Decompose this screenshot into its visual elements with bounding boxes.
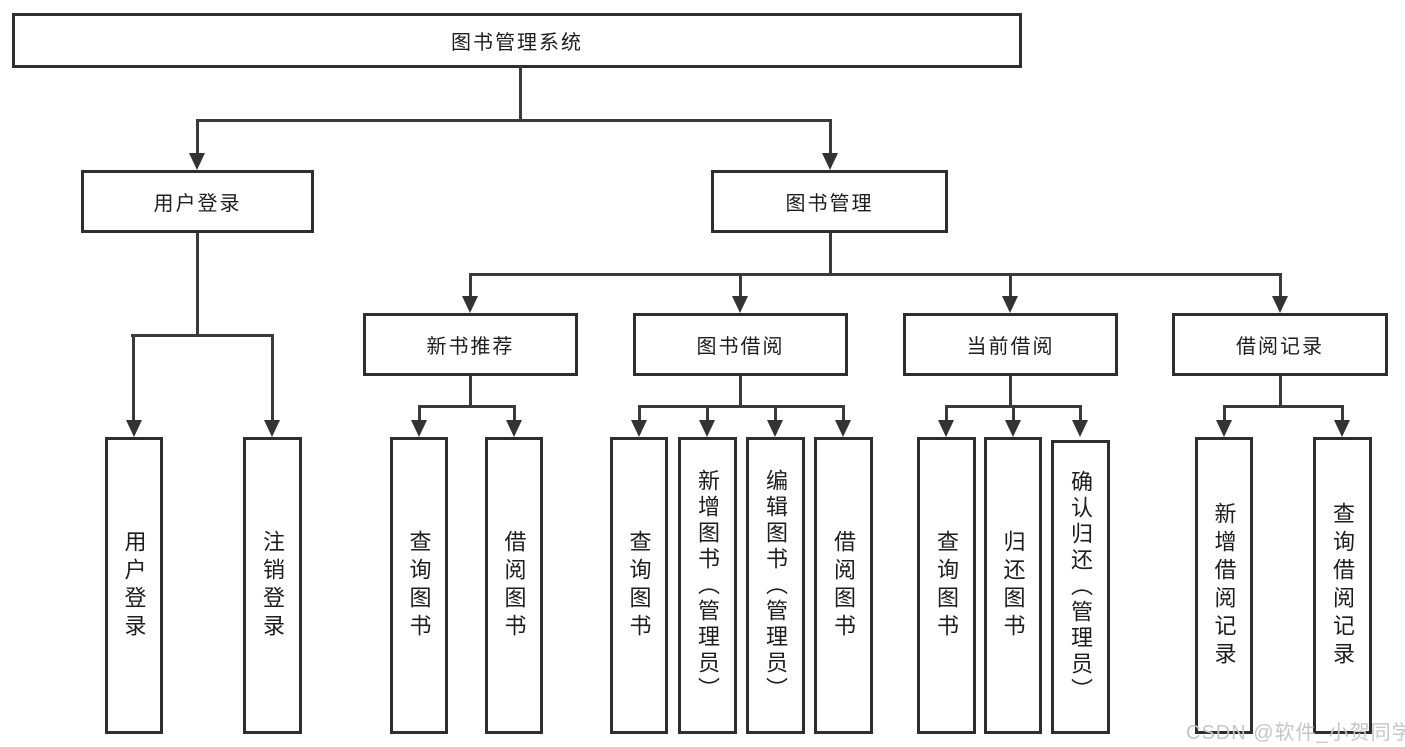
leaf-return-books-label: 归还图书	[1000, 529, 1026, 642]
edge-line	[1279, 273, 1282, 299]
leaf-logout-login: 注销登录	[243, 437, 302, 734]
edge-line	[829, 233, 832, 276]
arrowhead-down-icon	[1272, 296, 1288, 313]
edge-line	[519, 66, 522, 121]
leaf-confirm-return-admin: 确认归还（管理员）	[1051, 440, 1110, 734]
edge-line	[196, 119, 832, 122]
leaf-user-login-label: 用户登录	[121, 529, 147, 642]
leaf-edit-books-admin-label: 编辑图书（管理员）	[763, 468, 789, 703]
node-book-borrow: 图书借阅	[633, 313, 848, 376]
edge-line	[418, 405, 516, 408]
edge-line	[638, 405, 845, 408]
leaf-query-books-borrow-label: 查询图书	[626, 529, 652, 642]
leaf-return-books: 归还图书	[984, 437, 1042, 734]
node-user-login-label: 用户登录	[153, 193, 242, 215]
edge-line	[1341, 405, 1344, 422]
node-current-borrow-label: 当前借阅	[966, 336, 1055, 358]
arrowhead-down-icon	[1002, 296, 1018, 313]
leaf-borrow-books: 借阅图书	[814, 437, 873, 734]
leaf-borrow-books-label: 借阅图书	[831, 529, 857, 642]
node-root-label: 图书管理系统	[451, 32, 583, 54]
arrowhead-down-icon	[411, 420, 427, 437]
leaf-edit-books-admin: 编辑图书（管理员）	[746, 437, 805, 734]
edge-line	[469, 273, 1282, 276]
watermark: CSDN @软件_小贺同学	[1186, 722, 1405, 744]
edge-line	[469, 273, 472, 299]
arrowhead-down-icon	[264, 420, 280, 437]
edge-line	[1223, 405, 1344, 408]
arrowhead-down-icon	[835, 420, 851, 437]
edge-line	[1223, 405, 1226, 422]
edge-line	[1279, 376, 1282, 407]
node-new-book-recommend: 新书推荐	[363, 313, 578, 376]
edge-line	[829, 119, 832, 155]
edge-line	[196, 233, 199, 336]
edge-line	[131, 334, 274, 337]
leaf-add-borrow-record-label: 新增借阅记录	[1211, 501, 1237, 670]
arrowhead-down-icon	[126, 420, 142, 437]
node-current-borrow: 当前借阅	[903, 313, 1118, 376]
arrowhead-down-icon	[631, 420, 647, 437]
edge-line	[1009, 376, 1012, 407]
arrowhead-down-icon	[506, 420, 522, 437]
arrowhead-down-icon	[699, 420, 715, 437]
edge-line	[706, 405, 709, 422]
leaf-query-books-borrow: 查询图书	[610, 437, 668, 734]
edge-line	[132, 334, 135, 422]
edge-line	[513, 405, 516, 422]
edge-line	[945, 405, 948, 422]
arrowhead-down-icon	[1216, 420, 1232, 437]
leaf-query-books-recommend-label: 查询图书	[406, 529, 432, 642]
node-book-management: 图书管理	[711, 170, 948, 233]
leaf-confirm-return-admin-label: 确认归还（管理员）	[1068, 470, 1094, 704]
arrowhead-down-icon	[1072, 420, 1088, 437]
node-borrow-records: 借阅记录	[1172, 313, 1388, 376]
leaf-query-books-current-label: 查询图书	[934, 529, 960, 642]
leaf-query-borrow-record-label: 查询借阅记录	[1330, 501, 1356, 670]
arrowhead-down-icon	[767, 420, 783, 437]
leaf-add-books-admin: 新增图书（管理员）	[678, 437, 737, 734]
node-user-login: 用户登录	[81, 170, 314, 233]
arrowhead-down-icon	[938, 420, 954, 437]
edge-line	[638, 405, 641, 422]
node-new-book-recommend-label: 新书推荐	[426, 336, 515, 358]
arrowhead-down-icon	[822, 153, 838, 170]
leaf-borrow-books-recommend-label: 借阅图书	[501, 529, 527, 642]
edge-line	[418, 405, 421, 422]
node-book-borrow-label: 图书借阅	[696, 336, 785, 358]
edge-line	[1012, 405, 1015, 422]
edge-line	[842, 405, 845, 422]
node-borrow-records-label: 借阅记录	[1236, 336, 1324, 358]
node-book-management-label: 图书管理	[785, 193, 874, 215]
leaf-user-login: 用户登录	[105, 437, 163, 734]
node-root: 图书管理系统	[12, 13, 1022, 68]
edge-line	[196, 119, 199, 155]
leaf-logout-login-label: 注销登录	[260, 529, 286, 642]
leaf-query-borrow-record: 查询借阅记录	[1313, 437, 1372, 734]
arrowhead-down-icon	[732, 296, 748, 313]
edge-line	[774, 405, 777, 422]
leaf-add-books-admin-label: 新增图书（管理员）	[695, 468, 721, 703]
edge-line	[1009, 273, 1012, 299]
edge-line	[271, 334, 274, 422]
arrowhead-down-icon	[189, 153, 205, 170]
leaf-borrow-books-recommend: 借阅图书	[485, 437, 543, 734]
arrowhead-down-icon	[462, 296, 478, 313]
edge-line	[739, 376, 742, 407]
edge-line	[1079, 405, 1082, 422]
edge-line	[739, 273, 742, 299]
arrowhead-down-icon	[1005, 420, 1021, 437]
arrowhead-down-icon	[1334, 420, 1350, 437]
leaf-add-borrow-record: 新增借阅记录	[1195, 437, 1253, 734]
edge-line	[469, 376, 472, 407]
leaf-query-books-recommend: 查询图书	[390, 437, 448, 734]
leaf-query-books-current: 查询图书	[917, 437, 976, 734]
